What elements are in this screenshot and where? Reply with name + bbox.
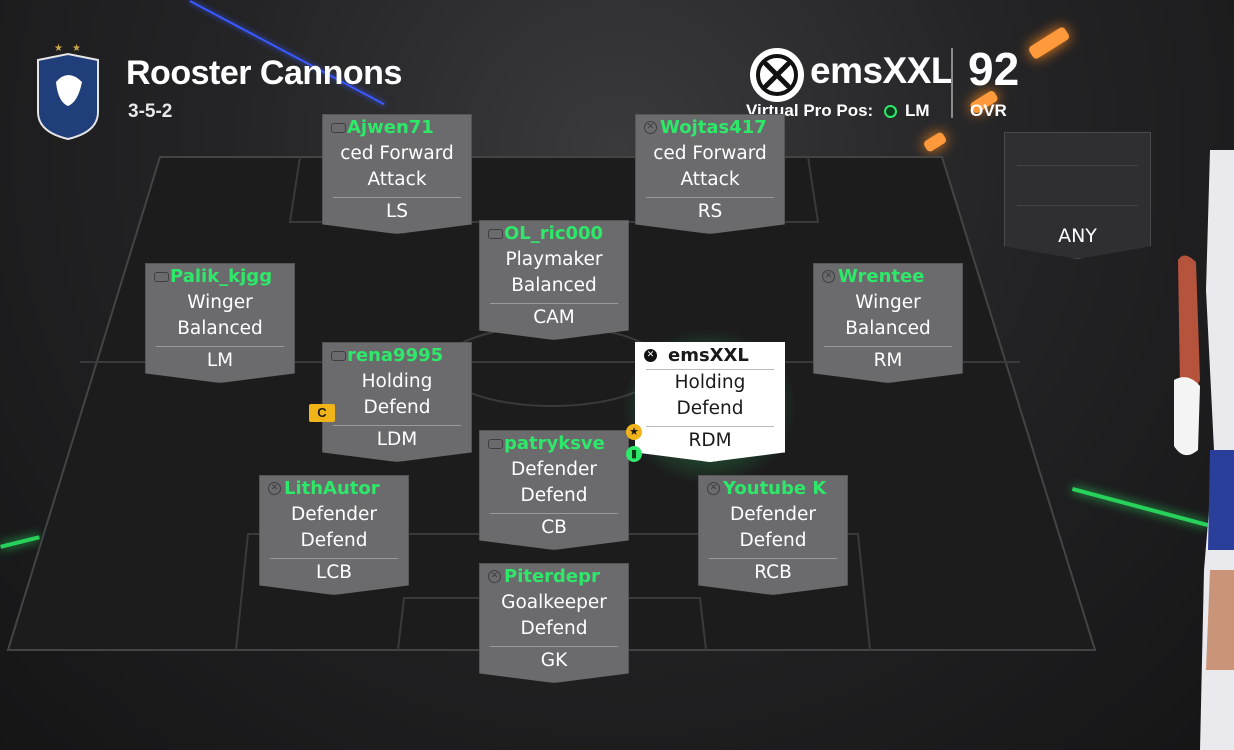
- player-style: Attack: [367, 169, 427, 190]
- card-divider: [824, 346, 952, 347]
- xbox-icon: [750, 48, 804, 102]
- player-style: Attack: [680, 169, 740, 190]
- player-position: CAM: [533, 307, 575, 328]
- player-position: LS: [385, 201, 409, 222]
- xbox-icon: ✕: [707, 482, 720, 495]
- captain-badge: C: [309, 404, 335, 422]
- player-name: emsXXL: [668, 345, 749, 366]
- gamepad-icon: [154, 272, 169, 282]
- player-card-rs[interactable]: ✕Wojtas417 ced Forward Attack RS: [635, 114, 785, 234]
- xbox-icon: ✕: [822, 270, 835, 283]
- player-position: LM: [206, 350, 234, 371]
- player-name: Wojtas417: [660, 117, 767, 138]
- card-divider: [333, 197, 461, 198]
- player-role: Holding: [361, 371, 433, 392]
- open-slot-label: ANY: [1058, 225, 1097, 247]
- player-name: patryksve: [504, 433, 605, 454]
- team-name: Rooster Cannons: [126, 54, 402, 92]
- player-name: rena9995: [347, 345, 444, 366]
- player-role: Playmaker: [505, 249, 603, 270]
- player-card-gk[interactable]: ✕Piterdepr Goalkeeper Defend GK: [479, 563, 629, 683]
- player-position: RCB: [754, 562, 792, 583]
- player-card-rcb[interactable]: ✕Youtube K Defender Defend RCB: [698, 475, 848, 595]
- player-name: LithAutor: [284, 478, 380, 499]
- player-style: Balanced: [511, 275, 597, 296]
- card-divider: [709, 558, 837, 559]
- gamepad-icon: [488, 439, 503, 449]
- card-divider: [646, 426, 774, 427]
- card-divider: [156, 346, 284, 347]
- player-style: Defend: [520, 485, 588, 506]
- player-role: Winger: [187, 292, 253, 313]
- player-figure: [1174, 150, 1234, 750]
- player-style: Defend: [676, 398, 744, 419]
- player-role: Goalkeeper: [501, 592, 607, 613]
- player-position: CB: [541, 517, 567, 538]
- card-divider: [333, 425, 461, 426]
- xbox-icon: ✕: [268, 482, 281, 495]
- player-position: RDM: [688, 430, 732, 451]
- header-divider: [951, 48, 953, 118]
- card-divider: [490, 646, 618, 647]
- player-name: OL_ric000: [504, 223, 604, 244]
- ovr-label: OVR: [970, 101, 1007, 120]
- player-role: Defender: [511, 459, 597, 480]
- formation-label: 3-5-2: [128, 101, 173, 122]
- svg-text:★: ★: [54, 43, 63, 54]
- player-card-ldm[interactable]: rena9995 Holding Defend LDM: [322, 342, 472, 462]
- team-crest-icon: ★ ★: [37, 43, 99, 140]
- star-icon: ★: [626, 424, 642, 440]
- player-position: LDM: [376, 429, 418, 450]
- xbox-icon: ✕: [644, 349, 657, 362]
- player-position: RS: [697, 201, 723, 222]
- player-card-rm[interactable]: ✕Wrentee Winger Balanced RM: [813, 263, 963, 383]
- player-style: Defend: [300, 530, 368, 551]
- ovr-value: 92: [968, 43, 1020, 95]
- gamepad-icon: [331, 123, 346, 133]
- player-role: ced Forward: [340, 143, 454, 164]
- player-style: Balanced: [177, 318, 263, 339]
- xbox-icon: ✕: [488, 570, 501, 583]
- virtual-pro-icon: ▮: [626, 446, 642, 462]
- player-role: Winger: [855, 292, 921, 313]
- player-position: RM: [873, 350, 903, 371]
- player-role: Defender: [730, 504, 816, 525]
- player-style: Defend: [363, 397, 431, 418]
- player-card-cam[interactable]: OL_ric000 Playmaker Balanced CAM: [479, 220, 629, 340]
- gamepad-icon: [331, 351, 346, 361]
- xbox-icon: ✕: [644, 121, 657, 134]
- player-position: GK: [540, 650, 568, 671]
- card-divider: [646, 369, 774, 370]
- player-card-lcb[interactable]: ✕LithAutor Defender Defend LCB: [259, 475, 409, 595]
- player-style: Defend: [739, 530, 807, 551]
- card-divider: [490, 303, 618, 304]
- player-role: Defender: [291, 504, 377, 525]
- slot-divider: [1017, 205, 1138, 206]
- player-card-ls[interactable]: Ajwen71 ced Forward Attack LS: [322, 114, 472, 234]
- player-name: Youtube K: [723, 478, 827, 499]
- player-card-cb[interactable]: patryksve Defender Defend CB: [479, 430, 629, 550]
- player-name: Piterdepr: [504, 566, 600, 587]
- open-slot-card[interactable]: ANY: [1004, 132, 1151, 259]
- player-style: Defend: [520, 618, 588, 639]
- player-position: LCB: [316, 562, 352, 583]
- player-card-lm[interactable]: Palik_kjgg Winger Balanced LM: [145, 263, 295, 383]
- player-name: Ajwen71: [347, 117, 434, 138]
- player-role: Holding: [674, 372, 746, 393]
- card-divider: [270, 558, 398, 559]
- player-name: Wrentee: [838, 266, 925, 287]
- virtual-pro-position: LM: [905, 101, 930, 120]
- slot-divider: [1017, 165, 1138, 166]
- player-card-rdm-selected[interactable]: ✕ emsXXL Holding Defend RDM: [635, 342, 785, 462]
- svg-text:★: ★: [72, 43, 81, 54]
- player-style: Balanced: [845, 318, 931, 339]
- player-gamertag: emsXXL: [810, 50, 954, 91]
- status-dot-icon: [884, 105, 897, 118]
- card-divider: [646, 197, 774, 198]
- player-name: Palik_kjgg: [170, 266, 273, 287]
- card-divider: [490, 513, 618, 514]
- player-role: ced Forward: [653, 143, 767, 164]
- gamepad-icon: [488, 229, 503, 239]
